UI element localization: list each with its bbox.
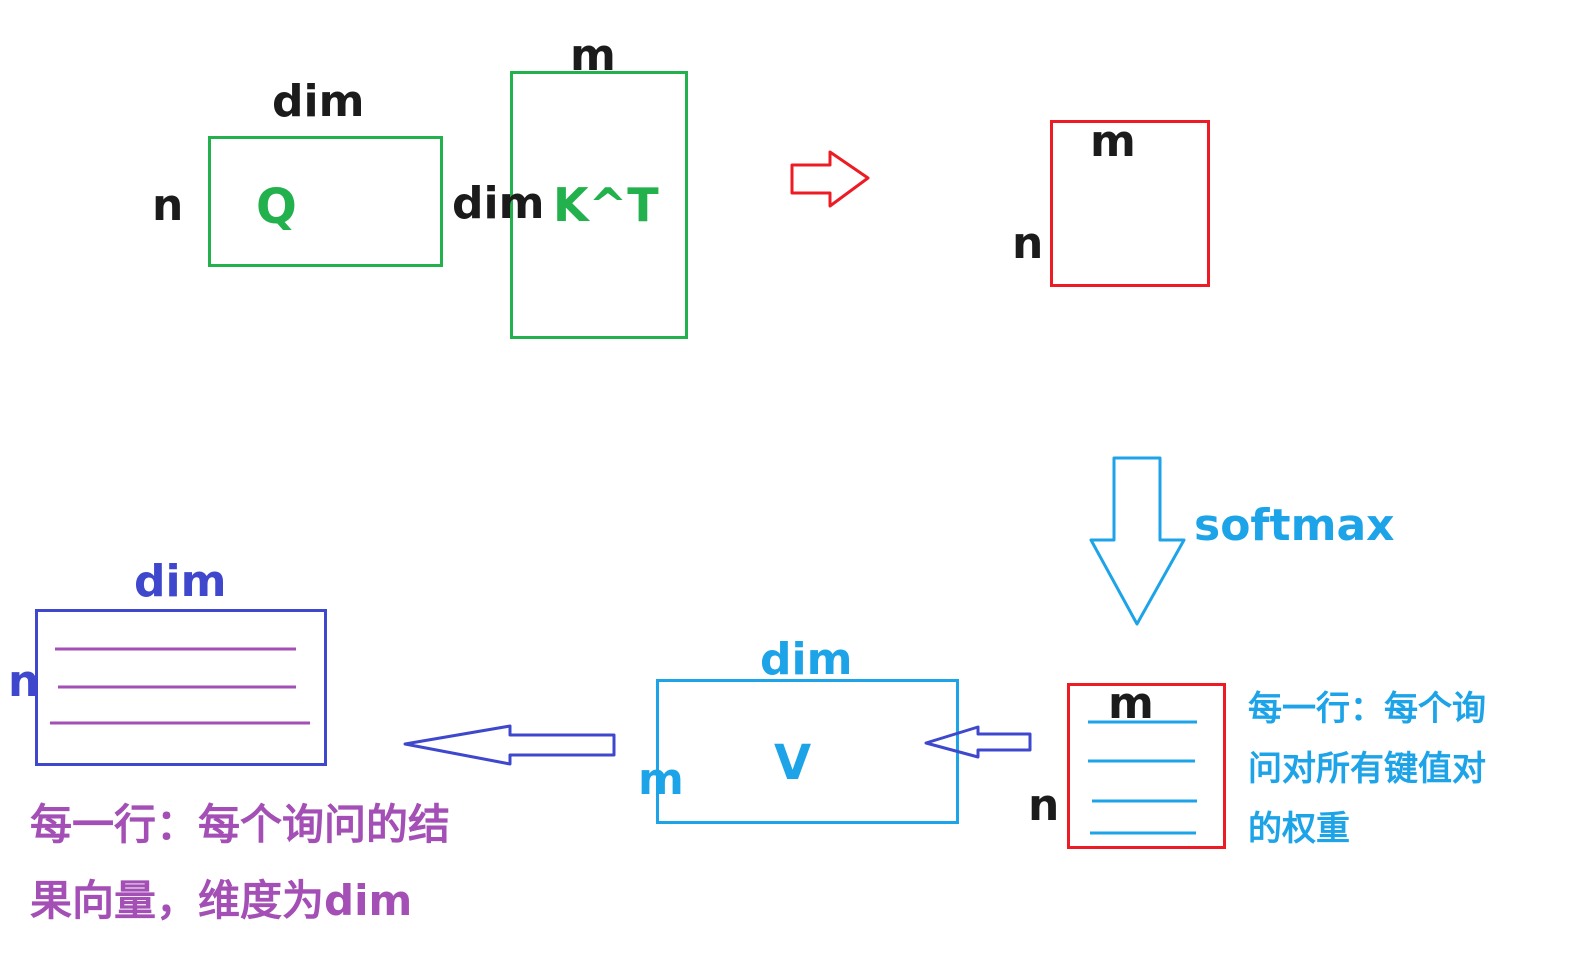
q-matrix-label: Q: [256, 179, 297, 235]
weights-note-line: 的权重: [1248, 809, 1350, 849]
kt-matrix-label: K^T: [553, 178, 659, 232]
result-note-line: 每一行：每个询问的结: [30, 800, 451, 849]
score-n-label: n: [1012, 218, 1044, 269]
kt-matrix: [510, 71, 688, 339]
softmax-label: softmax: [1194, 500, 1395, 551]
v-matrix-label: V: [774, 735, 812, 791]
softmax-down-arrow-icon: [1089, 456, 1186, 626]
q-n-label: n: [152, 180, 184, 231]
result-note: 每一行：每个询问的结 果向量，维度为dim: [30, 804, 450, 956]
result-dim-label: dim: [134, 556, 227, 607]
score-matrix: [1050, 120, 1210, 287]
score-m-label: m: [1090, 116, 1136, 167]
weights-n-label: n: [1028, 780, 1060, 831]
weights-matrix: [1067, 683, 1226, 849]
weights-note-line: 问对所有键值对: [1248, 749, 1486, 789]
q-matrix: [208, 136, 443, 267]
small-left-arrow-icon: [924, 725, 1032, 759]
result-n-label: n: [8, 656, 40, 707]
result-note-line: 果向量，维度为dim: [30, 876, 413, 925]
weights-m-label: m: [1108, 678, 1154, 729]
kt-m-label: m: [570, 30, 616, 81]
red-right-arrow-icon: [790, 150, 870, 208]
v-m-label: m: [638, 754, 684, 805]
weights-note: 每一行：每个询 问对所有键值对 的权重: [1248, 692, 1486, 872]
result-matrix: [35, 609, 327, 766]
kt-dim-label: dim: [452, 178, 545, 229]
large-left-arrow-icon: [403, 724, 616, 766]
v-dim-label: dim: [760, 634, 853, 685]
weights-note-line: 每一行：每个询: [1248, 689, 1486, 729]
q-dim-label: dim: [272, 76, 365, 127]
